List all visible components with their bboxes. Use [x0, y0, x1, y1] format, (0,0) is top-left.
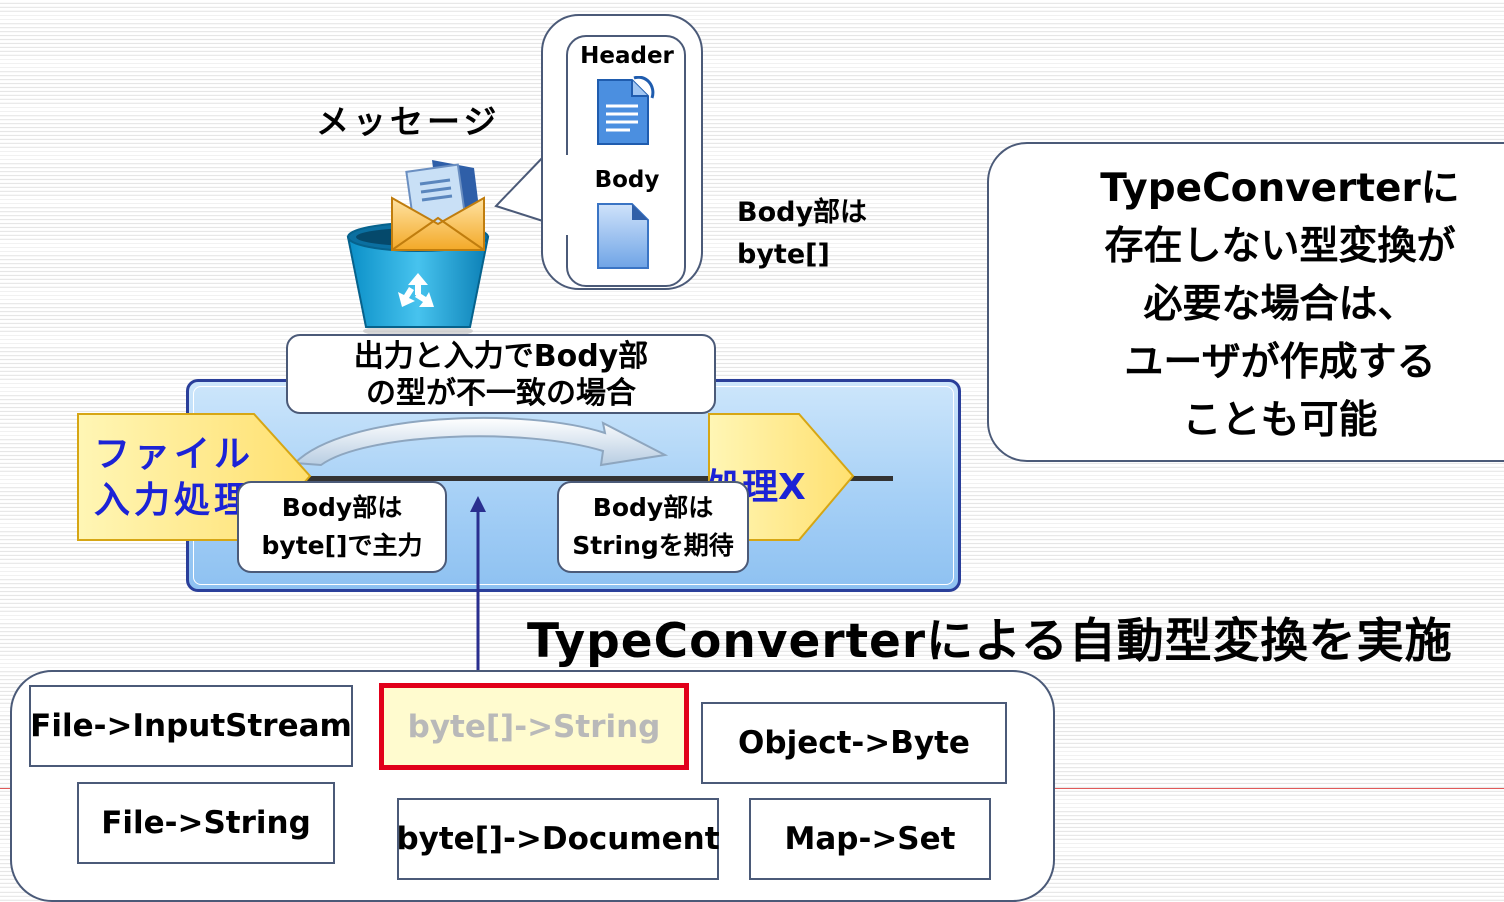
header-label: Header: [580, 43, 674, 69]
from-endpoint-label: ファイル 入力処理: [94, 432, 254, 524]
input-line-1: Body部は: [592, 493, 714, 522]
from-endpoint-line-2: 入力処理: [94, 480, 255, 521]
note-line-4: ユーザが作成する: [1124, 340, 1436, 385]
converter-object-byte: Object->Byte: [701, 702, 1007, 784]
output-type-callout: Body部は byte[]で主力: [237, 481, 447, 573]
custom-converter-note-text: TypeConverterに 存在しない型変換が 必要な場合は、 ユーザが作成す…: [1030, 160, 1504, 450]
body-type-note-line-2: byte[]: [737, 239, 830, 270]
blank-document-icon: [597, 203, 649, 269]
input-line-2: Stringを期待: [572, 531, 734, 560]
output-line-1: Body部は: [281, 493, 403, 522]
note-line-5: ことも可能: [1182, 398, 1378, 443]
converter-file-string: File->String: [77, 782, 335, 864]
input-type-callout: Body部は Stringを期待: [557, 481, 749, 573]
note-line-2: 存在しない型変換が: [1104, 224, 1456, 269]
converter-byte-string-highlighted: byte[]->String: [379, 683, 689, 770]
converter-file-inputstream: File->InputStream: [29, 685, 353, 767]
custom-converter-note: [987, 142, 1504, 462]
conversion-curved-arrow: [292, 416, 669, 467]
output-line-2: byte[]で主力: [261, 531, 423, 560]
from-endpoint-line-1: ファイル: [94, 434, 255, 475]
route-line: [270, 476, 893, 481]
mismatch-callout: 出力と入力でBody部 の型が不一致の場合: [286, 334, 716, 414]
note-line-3: 必要な場合は、: [1143, 282, 1417, 327]
note-line-1: TypeConverterに: [1100, 166, 1460, 211]
headline: TypeConverterによる自動型変換を実施: [527, 614, 1453, 669]
mismatch-line-2: の型が不一致の場合: [366, 376, 636, 411]
body-type-note: Body部は byte[]: [737, 192, 867, 276]
bubble-tail: [494, 153, 547, 223]
body-type-note-line-1: Body部は: [737, 197, 868, 228]
envelope-icon: [391, 160, 485, 251]
converter-map-set: Map->Set: [749, 798, 991, 880]
message-title: メッセージ: [316, 102, 501, 141]
converter-byte-document: byte[]->Document: [396, 798, 720, 880]
converter-arrow: [470, 496, 486, 686]
mismatch-line-1: 出力と入力でBody部: [353, 339, 649, 374]
body-label: Body: [594, 167, 660, 193]
document-icon: [597, 76, 655, 145]
